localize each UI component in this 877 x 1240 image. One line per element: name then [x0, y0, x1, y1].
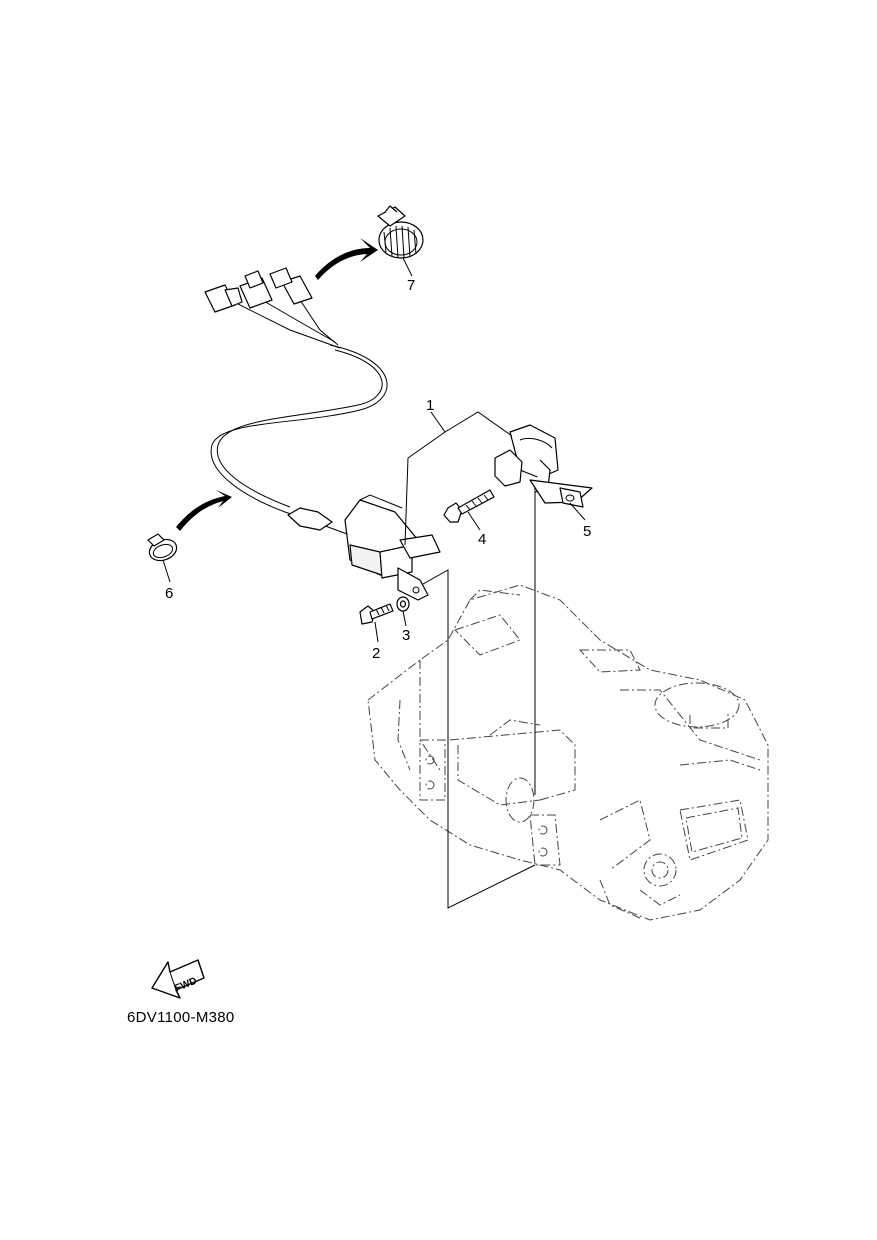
harness-connector-b: [239, 270, 273, 309]
harness-connector-a: [204, 284, 243, 313]
callout-4: 4: [478, 531, 486, 548]
bolt-short: [359, 603, 394, 625]
drawing-code: 6DV1100-M380: [127, 1009, 235, 1026]
washer: [396, 596, 410, 612]
reference-lines: [415, 480, 536, 909]
assembly-arrow-upper: [315, 238, 378, 280]
band-small: [147, 533, 178, 562]
callout-labels: 1 2 3 4 5 6 7: [165, 277, 591, 662]
wiring-harness: [204, 267, 559, 601]
callout-6: 6: [165, 585, 173, 602]
harness-sensor-body: [287, 494, 441, 601]
callout-1: 1: [426, 397, 434, 414]
callout-5: 5: [583, 523, 591, 540]
band-large: [377, 205, 424, 259]
callout-7: 7: [407, 277, 415, 294]
clamp-plate: [529, 479, 593, 508]
assembly-arrow-lower: [176, 490, 232, 531]
callout-2: 2: [372, 645, 380, 662]
harness-connector-c: [269, 267, 313, 305]
leader-lines: [162, 257, 586, 643]
engine-bracket-outline: [367, 584, 769, 921]
bolt-long: [443, 489, 495, 523]
callout-3: 3: [402, 627, 410, 644]
fwd-arrow-icon: FWD: [151, 959, 205, 999]
